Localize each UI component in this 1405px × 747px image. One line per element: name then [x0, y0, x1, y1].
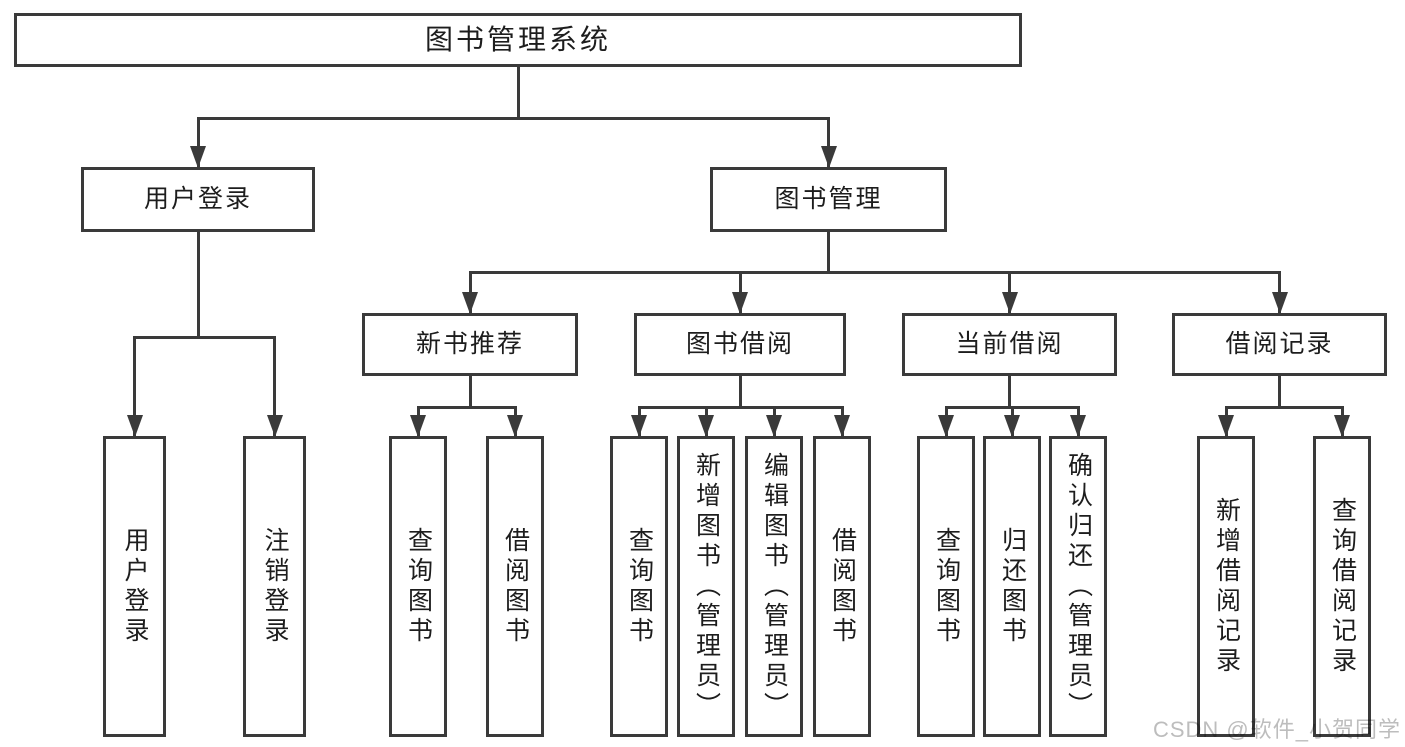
node-leaf-user-login: 用户登录 [103, 436, 166, 737]
arrowhead-down-icon [1001, 292, 1018, 314]
node-borrow-record: 借阅记录 [1172, 313, 1387, 376]
node-label: 新增图书（管理员） [692, 451, 721, 722]
node-label: 当前借阅 [955, 330, 1064, 358]
connector-vertical [1008, 376, 1011, 409]
arrowhead-down-icon [834, 415, 850, 437]
connector-vertical [468, 376, 472, 409]
node-label: 新增借阅记录 [1212, 496, 1241, 677]
connector-vertical [133, 337, 136, 436]
node-label: 借阅图书 [828, 526, 857, 647]
node-leaf-logout: 注销登录 [243, 436, 306, 737]
node-root: 图书管理系统 [14, 13, 1022, 67]
arrowhead-down-icon [938, 415, 954, 437]
connector-vertical [827, 232, 830, 274]
connector-vertical [273, 337, 276, 436]
node-leaf-cb-return: 归还图书 [983, 436, 1041, 737]
node-label: 编辑图书（管理员） [760, 451, 789, 722]
node-label: 查询图书 [625, 526, 654, 647]
arrowhead-down-icon [266, 415, 283, 437]
node-leaf-nb-query: 查询图书 [389, 436, 447, 737]
node-leaf-bb-query: 查询图书 [610, 436, 668, 737]
connector-horizontal [133, 335, 276, 339]
arrowhead-down-icon [766, 415, 782, 437]
arrowhead-down-icon [631, 415, 647, 437]
arrowhead-down-icon [820, 146, 837, 168]
arrowhead-down-icon [1004, 415, 1020, 437]
arrowhead-down-icon [410, 415, 426, 437]
node-leaf-cb-confirm: 确认归还（管理员） [1049, 436, 1107, 737]
connector-horizontal [1224, 405, 1344, 409]
connector-vertical [196, 118, 200, 167]
node-leaf-bb-edit: 编辑图书（管理员） [745, 436, 803, 737]
node-label: 查询借阅记录 [1328, 496, 1357, 677]
node-user-login: 用户登录 [81, 167, 315, 232]
node-label: 新书推荐 [415, 330, 524, 358]
node-book-mgmt: 图书管理 [710, 167, 947, 232]
node-leaf-br-add: 新增借阅记录 [1197, 436, 1255, 737]
node-label: 用户登录 [121, 526, 149, 647]
connector-horizontal [468, 270, 1281, 274]
connector-horizontal [637, 405, 844, 409]
arrowhead-down-icon [1070, 415, 1086, 437]
node-label: 借阅图书 [501, 526, 530, 647]
arrowhead-down-icon [1271, 292, 1288, 314]
node-book-borrow: 图书借阅 [634, 313, 846, 376]
arrowhead-down-icon [190, 146, 206, 168]
arrowhead-down-icon [1218, 415, 1234, 437]
node-label: 归还图书 [998, 526, 1027, 647]
node-new-book: 新书推荐 [362, 313, 578, 376]
node-label: 查询图书 [932, 526, 961, 647]
node-label: 注销登录 [261, 526, 289, 647]
connector-vertical [1278, 376, 1281, 409]
node-leaf-br-query: 查询借阅记录 [1313, 436, 1371, 737]
node-label: 用户登录 [143, 185, 252, 213]
connector-vertical [738, 376, 742, 409]
node-leaf-cb-query: 查询图书 [917, 436, 975, 737]
connector-horizontal [416, 405, 517, 409]
node-current-borrow: 当前借阅 [902, 313, 1117, 376]
node-label: 图书管理 [774, 185, 883, 213]
node-leaf-nb-borrow: 借阅图书 [486, 436, 544, 737]
node-label: 借阅记录 [1225, 330, 1334, 358]
connector-vertical [827, 118, 830, 167]
node-label: 查询图书 [404, 526, 433, 647]
node-label: 图书借阅 [685, 330, 794, 358]
node-label: 确认归还（管理员） [1064, 451, 1093, 722]
arrowhead-down-icon [507, 415, 523, 437]
connector-vertical [516, 67, 520, 120]
connector-vertical [196, 232, 200, 339]
arrowhead-down-icon [698, 415, 714, 437]
watermark: CSDN @软件_小贺同学 [1152, 717, 1401, 742]
node-leaf-bb-add: 新增图书（管理员） [677, 436, 735, 737]
arrowhead-down-icon [126, 415, 143, 437]
arrowhead-down-icon [462, 292, 478, 314]
node-leaf-bb-borrow: 借阅图书 [813, 436, 871, 737]
connector-horizontal [196, 116, 830, 120]
arrowhead-down-icon [1334, 415, 1350, 437]
node-label: 图书管理系统 [424, 24, 611, 55]
arrowhead-down-icon [732, 292, 748, 314]
